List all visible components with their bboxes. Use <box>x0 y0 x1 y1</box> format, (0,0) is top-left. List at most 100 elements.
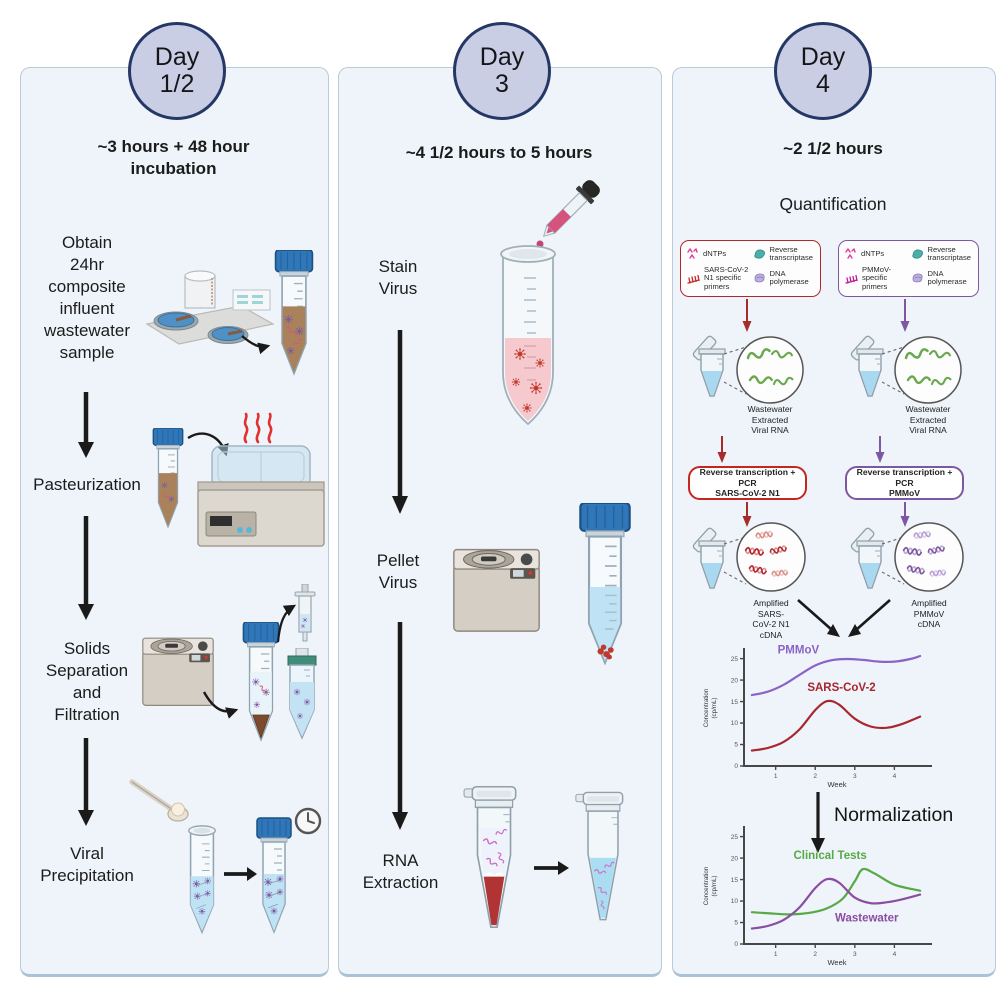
step-obtain-sample-label: Obtain 24hr composite influent wastewate… <box>44 233 130 363</box>
svg-text:Wastewater: Wastewater <box>835 913 899 925</box>
svg-text:2: 2 <box>813 951 817 958</box>
svg-text:0: 0 <box>734 941 738 948</box>
reagent-box-pmmov: dNTPs Reverse transcriptase PMMoV- speci… <box>838 240 979 297</box>
arrow-centrifuge-to-tube <box>202 691 239 719</box>
red-down-arrow <box>742 299 752 332</box>
reagent-reverse-transcriptase: Reverse transcriptase <box>910 245 974 264</box>
step-pellet-virus-label: Pellet Virus <box>376 551 420 593</box>
primers-icon <box>845 275 858 285</box>
solids-tube-icon <box>242 622 280 741</box>
magnify-connector <box>881 346 905 395</box>
step-rna-extraction-label: RNA Extraction <box>362 851 439 893</box>
svg-text:2: 2 <box>813 773 817 780</box>
svg-text:Concentration: Concentration <box>703 688 710 727</box>
svg-text:Week: Week <box>827 958 846 967</box>
day-4-badge: Day 4 <box>774 22 872 120</box>
magnify-connector <box>723 346 747 395</box>
svg-text:10: 10 <box>731 898 739 905</box>
svg-text:Clinical Tests: Clinical Tests <box>793 850 866 862</box>
svg-text:3: 3 <box>853 773 857 780</box>
reagent-dntps: dNTPs <box>844 245 908 264</box>
reagent-reverse-transcriptase: Reverse transcriptase <box>752 245 816 264</box>
svg-text:3: 3 <box>853 951 857 958</box>
water-bath-icon <box>197 445 325 547</box>
step-solids-separation-label: Solids Separation and Filtration <box>45 639 129 725</box>
day-1-2-duration: ~3 hours + 48 hour incubation <box>97 137 250 179</box>
purple-down-arrow <box>900 299 910 332</box>
syringe-icon <box>294 584 316 642</box>
wastewater-sample-tube-icon <box>274 250 314 375</box>
down-arrow <box>78 516 94 620</box>
right-arrow <box>224 867 257 881</box>
svg-text:Concentration: Concentration <box>703 866 710 905</box>
stain-virus-tube-icon <box>500 245 556 426</box>
svg-text:25: 25 <box>731 834 739 841</box>
filter-column-icon <box>287 648 317 740</box>
reagent-pmmov-primers: PMMoV- specific primers <box>844 265 908 292</box>
down-arrow <box>78 392 94 458</box>
svg-text:20: 20 <box>731 677 739 684</box>
wastewater-rna-label: Wastewater Extracted Viral RNA <box>747 404 793 436</box>
reverse-transcriptase-icon <box>753 249 765 259</box>
pellet-virus-tube-icon <box>579 503 631 664</box>
heat-icon <box>243 412 273 444</box>
sars-cdna-magnified-circle <box>736 522 806 592</box>
sample-tube-icon <box>152 428 184 528</box>
step-pasteurization-label: Pasteurization <box>33 475 141 494</box>
svg-text:(cp/mL): (cp/mL) <box>711 876 718 897</box>
svg-text:Week: Week <box>827 780 846 789</box>
arrow-plant-to-tube <box>241 335 271 355</box>
pcr-box-sars: Reverse transcription + PCR SARS-CoV-2 N… <box>688 466 807 500</box>
reagent-box-sars: dNTPs Reverse transcriptase SARS-CoV-2 N… <box>680 240 821 297</box>
day-1-2-badge: Day 1/2 <box>128 22 226 120</box>
pmmov-cdna-magnified-circle <box>894 522 964 592</box>
rna-magnified-circle <box>736 336 804 404</box>
reagent-sars-primers: SARS-CoV-2 N1 specific primers <box>686 265 750 292</box>
arrow-tube-to-filter <box>276 604 297 643</box>
down-arrow <box>392 330 408 514</box>
down-arrow <box>392 622 408 830</box>
normalization-label: Normalization <box>834 804 954 826</box>
svg-text:15: 15 <box>731 699 739 706</box>
scoop-icon <box>129 779 189 822</box>
centrifuge-icon <box>453 548 540 632</box>
reagent-dna-polymerase: DNA polymerase <box>752 265 816 292</box>
svg-text:1: 1 <box>774 951 778 958</box>
dntps-icon <box>687 248 698 260</box>
step-stain-virus-label: Stain Virus <box>378 257 418 299</box>
purple-down-arrow <box>875 436 885 463</box>
quantification-label: Quantification <box>779 194 887 214</box>
right-arrow <box>534 861 569 875</box>
converge-arrow-right <box>848 599 891 637</box>
svg-text:25: 25 <box>731 656 739 663</box>
svg-text:(cp/mL): (cp/mL) <box>711 698 718 719</box>
red-down-arrow <box>717 436 727 463</box>
purple-down-arrow <box>900 502 910 527</box>
reverse-transcriptase-icon <box>911 249 923 259</box>
svg-text:10: 10 <box>731 720 739 727</box>
svg-text:4: 4 <box>893 951 897 958</box>
pcr-box-pmmov: Reverse transcription + PCR PMMoV <box>845 466 964 500</box>
clock-icon <box>294 807 322 835</box>
rna-extraction-tube-icon <box>463 786 517 928</box>
dna-polymerase-icon <box>754 273 765 283</box>
day-3-duration: ~4 1/2 hours to 5 hours <box>405 143 593 162</box>
down-arrow <box>811 792 825 853</box>
purified-rna-tube-icon <box>575 791 624 921</box>
primers-icon <box>687 275 700 285</box>
down-arrow <box>78 738 94 826</box>
dntps-icon <box>845 248 856 260</box>
reagent-dntps: dNTPs <box>686 245 750 264</box>
svg-text:5: 5 <box>734 742 738 749</box>
svg-text:15: 15 <box>731 877 739 884</box>
wastewater-rna-label: Wastewater Extracted Viral RNA <box>905 404 951 436</box>
panel-day-4 <box>672 67 996 977</box>
precipitation-tube-open-icon <box>187 825 217 935</box>
amplified-sars-label: Amplified SARS- CoV-2 N1 cDNA <box>752 598 790 641</box>
reagent-dna-polymerase: DNA polymerase <box>910 265 974 292</box>
precipitation-tube-capped-icon <box>256 817 292 933</box>
step-viral-precipitation-label: Viral Precipitation <box>40 844 134 886</box>
day-3-badge: Day 3 <box>453 22 551 120</box>
svg-text:4: 4 <box>893 773 897 780</box>
